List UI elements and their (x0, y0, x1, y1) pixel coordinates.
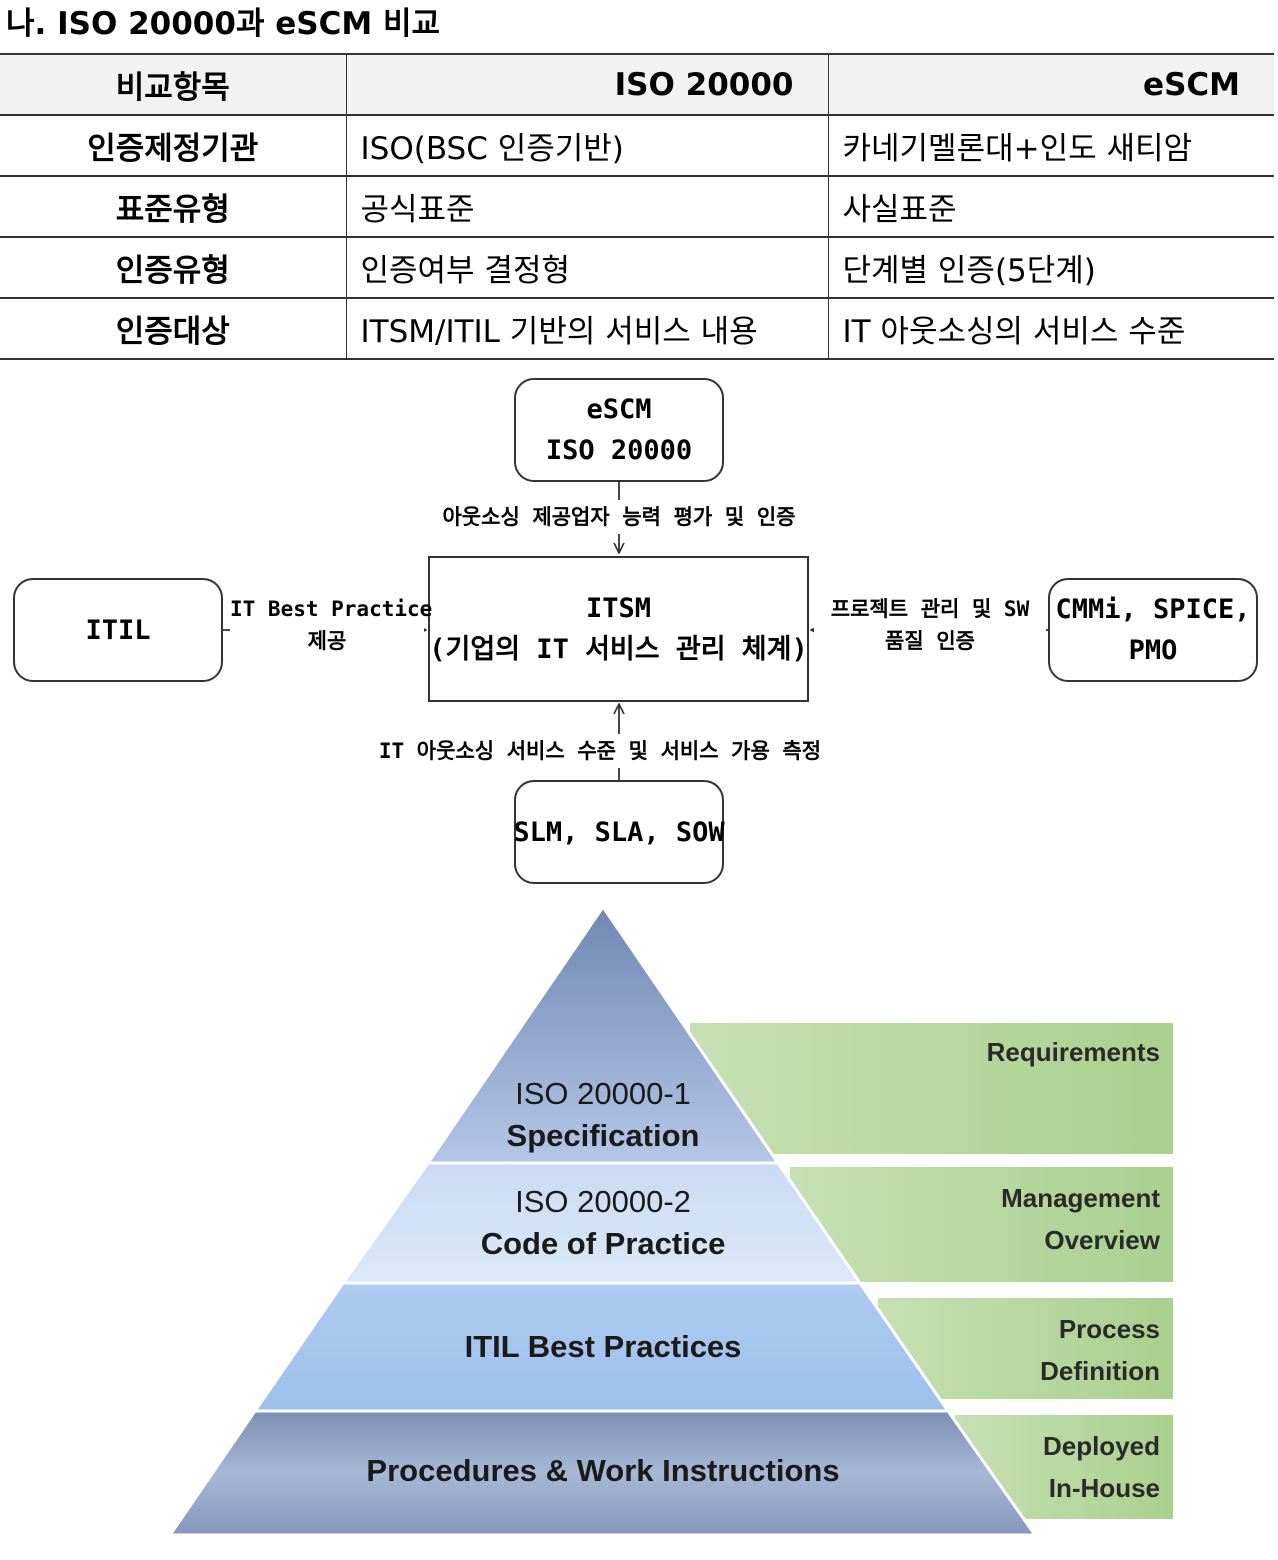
iso20000-pyramid: ISO 20000-1 Specification ISO 20000-2 Co… (0, 895, 1278, 1560)
side-label-line: Requirements (986, 1037, 1160, 1067)
top-arrow-label: 아웃소싱 제공업자 능력 평가 및 인증 (408, 500, 830, 534)
slm-sla-sow-box: SLM, SLA, SOW (513, 780, 725, 884)
table-header-cell: 비교항목 (0, 53, 347, 116)
label-line: 프로젝트 관리 및 SW (830, 597, 1030, 621)
box-label: CMMi, SPICE, (1055, 594, 1251, 625)
table-header-cell: ISO 20000 (346, 53, 829, 116)
box-label: PMO (1128, 635, 1178, 666)
itil-box: ITIL (13, 578, 223, 682)
side-label-line: Overview (1044, 1225, 1160, 1255)
pyramid-level-4 (167, 1409, 1038, 1537)
label-line: IT Best Practice (230, 597, 433, 621)
cmmi-spice-box: CMMi, SPICE, PMO (1048, 578, 1258, 682)
pyramid-level-4-label: Procedures & Work Instructions (253, 1450, 953, 1492)
label-line: 제공 (307, 629, 347, 653)
pyramid-side-band (790, 1167, 1173, 1282)
box-label: eSCM (586, 394, 652, 425)
pyramid-graphic (167, 904, 1173, 1537)
table-cell: 인증제정기관 (0, 114, 347, 177)
level-title: ISO 20000-1 (515, 1076, 691, 1111)
escm-iso-box: eSCM ISO 20000 (514, 378, 724, 482)
side-label-process-definition: Process Definition (1040, 1308, 1160, 1392)
side-label-line: Deployed (1042, 1431, 1160, 1461)
table-row: 인증유형 인증여부 결정형 단계별 인증(5단계) (0, 236, 1274, 299)
level-title: ISO 20000-2 (515, 1184, 691, 1219)
table-cell: 인증유형 (0, 236, 347, 299)
itsm-relationship-diagram: eSCM ISO 20000 아웃소싱 제공업자 능력 평가 및 인증 ITSM… (0, 360, 1278, 900)
side-label-requirements: Requirements (987, 1031, 1160, 1073)
side-label-deployed-in-house: Deployed In-House (1043, 1425, 1160, 1509)
page-title: 나. ISO 20000과 eSCM 비교 (6, 6, 441, 42)
side-label-line: Definition (1040, 1356, 1160, 1386)
table-cell: 인증여부 결정형 (346, 236, 829, 299)
level-subtitle: Procedures & Work Instructions (366, 1453, 840, 1488)
table-cell: 카네기멜론대+인도 새티암 (828, 114, 1274, 177)
itsm-box: ITSM (기업의 IT 서비스 관리 체계) (428, 556, 809, 702)
pyramid-side-band (690, 1023, 1173, 1154)
left-arrow-label: IT Best Practice 제공 (230, 593, 433, 658)
table-cell: ISO(BSC 인증기반) (346, 114, 829, 177)
table-cell: 단계별 인증(5단계) (828, 236, 1274, 299)
table-cell: 공식표준 (346, 175, 829, 238)
side-label-management-overview: Management Overview (1001, 1177, 1160, 1261)
table-row: 인증대상 ITSM/ITIL 기반의 서비스 내용 IT 아웃소싱의 서비스 수… (0, 297, 1274, 360)
table-cell: ITSM/ITIL 기반의 서비스 내용 (346, 297, 829, 360)
table-cell: 사실표준 (828, 175, 1274, 238)
pyramid-level-1-label: ISO 20000-1 Specification (453, 1073, 753, 1157)
box-label: ISO 20000 (545, 435, 693, 466)
side-label-line: In-House (1048, 1473, 1160, 1503)
pyramid-level-2-label: ISO 20000-2 Code of Practice (403, 1181, 803, 1265)
level-subtitle: Specification (506, 1118, 700, 1153)
table-row: 표준유형 공식표준 사실표준 (0, 175, 1274, 238)
side-label-line: Management (1001, 1183, 1160, 1213)
box-label: ITSM (585, 593, 652, 624)
label-line: 품질 인증 (885, 629, 975, 653)
bottom-arrow-label: IT 아웃소싱 서비스 수준 및 서비스 가용 측정 (350, 734, 850, 768)
pyramid-level-3-label: ITIL Best Practices (353, 1326, 853, 1368)
box-label: (기업의 IT 서비스 관리 체계) (429, 634, 808, 665)
box-label: SLM, SLA, SOW (513, 816, 725, 848)
level-subtitle: Code of Practice (480, 1226, 726, 1261)
table-header-row: 비교항목 ISO 20000 eSCM (0, 53, 1274, 116)
table-row: 인증제정기관 ISO(BSC 인증기반) 카네기멜론대+인도 새티암 (0, 114, 1274, 177)
box-label: ITIL (85, 614, 151, 646)
comparison-table: 비교항목 ISO 20000 eSCM 인증제정기관 ISO(BSC 인증기반)… (0, 53, 1274, 360)
table-cell: 표준유형 (0, 175, 347, 238)
right-arrow-label: 프로젝트 관리 및 SW 품질 인증 (814, 593, 1046, 658)
table-cell: 인증대상 (0, 297, 347, 360)
level-subtitle: ITIL Best Practices (464, 1329, 742, 1364)
side-label-line: Process (1058, 1314, 1160, 1344)
table-cell: IT 아웃소싱의 서비스 수준 (828, 297, 1274, 360)
table-header-cell: eSCM (828, 53, 1274, 116)
